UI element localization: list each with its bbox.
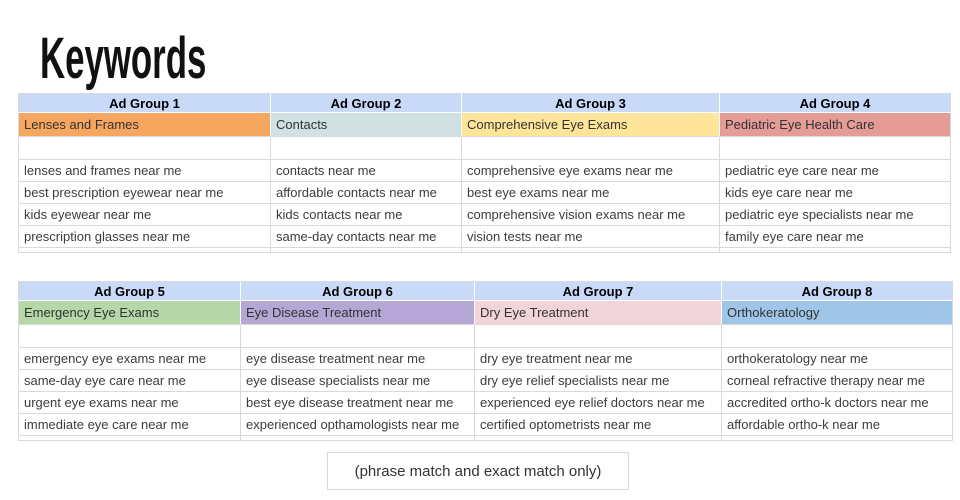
stub-cell <box>722 436 953 441</box>
empty-cell[interactable] <box>271 137 462 160</box>
keyword-cell[interactable]: comprehensive eye exams near me <box>462 160 720 182</box>
ad-group-3-header[interactable]: Ad Group 3 <box>462 93 720 113</box>
keyword-cell[interactable]: corneal refractive therapy near me <box>722 370 953 392</box>
keyword-cell[interactable]: best eye disease treatment near me <box>241 392 475 414</box>
keywords-table-2: Ad Group 5 Ad Group 6 Ad Group 7 Ad Grou… <box>18 281 953 441</box>
keyword-cell[interactable]: experienced eye relief doctors near me <box>475 392 722 414</box>
keyword-cell[interactable]: dry eye treatment near me <box>475 348 722 370</box>
keyword-cell[interactable]: kids contacts near me <box>271 204 462 226</box>
keyword-cell[interactable]: vision tests near me <box>462 226 720 248</box>
keyword-cell[interactable]: same-day eye care near me <box>18 370 241 392</box>
keyword-cell[interactable]: family eye care near me <box>720 226 951 248</box>
keyword-cell[interactable]: comprehensive vision exams near me <box>462 204 720 226</box>
empty-row <box>18 137 951 160</box>
keyword-cell[interactable]: emergency eye exams near me <box>18 348 241 370</box>
stub-cell <box>475 436 722 441</box>
keyword-row: kids eyewear near me kids contacts near … <box>18 204 951 226</box>
stub-cell <box>241 436 475 441</box>
keyword-cell[interactable]: accredited ortho-k doctors near me <box>722 392 953 414</box>
empty-cell[interactable] <box>722 325 953 348</box>
empty-cell[interactable] <box>241 325 475 348</box>
category-cell[interactable]: Pediatric Eye Health Care <box>720 113 951 137</box>
category-row: Lenses and Frames Contacts Comprehensive… <box>18 113 951 137</box>
keyword-row: best prescription eyewear near me afford… <box>18 182 951 204</box>
empty-cell[interactable] <box>475 325 722 348</box>
keyword-cell[interactable]: certified optometrists near me <box>475 414 722 436</box>
stub-row <box>18 436 953 441</box>
keyword-cell[interactable]: affordable contacts near me <box>271 182 462 204</box>
keyword-cell[interactable]: dry eye relief specialists near me <box>475 370 722 392</box>
stub-cell <box>18 436 241 441</box>
ad-group-1-header[interactable]: Ad Group 1 <box>18 93 271 113</box>
category-cell[interactable]: Emergency Eye Exams <box>18 301 241 325</box>
empty-cell[interactable] <box>18 137 271 160</box>
keyword-cell[interactable]: same-day contacts near me <box>271 226 462 248</box>
empty-cell[interactable] <box>18 325 241 348</box>
stub-cell <box>271 248 462 253</box>
ad-group-6-header[interactable]: Ad Group 6 <box>241 281 475 301</box>
stub-cell <box>18 248 271 253</box>
keyword-cell[interactable]: urgent eye exams near me <box>18 392 241 414</box>
ad-group-5-header[interactable]: Ad Group 5 <box>18 281 241 301</box>
keyword-row: lenses and frames near me contacts near … <box>18 160 951 182</box>
keyword-cell[interactable]: orthokeratology near me <box>722 348 953 370</box>
empty-cell[interactable] <box>462 137 720 160</box>
ad-group-header-row: Ad Group 5 Ad Group 6 Ad Group 7 Ad Grou… <box>18 281 953 301</box>
stub-cell <box>720 248 951 253</box>
ad-group-4-header[interactable]: Ad Group 4 <box>720 93 951 113</box>
keyword-cell[interactable]: kids eye care near me <box>720 182 951 204</box>
keyword-cell[interactable]: best eye exams near me <box>462 182 720 204</box>
category-cell[interactable]: Lenses and Frames <box>18 113 271 137</box>
keyword-row: emergency eye exams near me eye disease … <box>18 348 953 370</box>
keyword-cell[interactable]: lenses and frames near me <box>18 160 271 182</box>
keyword-cell[interactable]: eye disease treatment near me <box>241 348 475 370</box>
keyword-cell[interactable]: experienced opthamologists near me <box>241 414 475 436</box>
page-title: Keywords <box>40 26 207 91</box>
category-cell[interactable]: Contacts <box>271 113 462 137</box>
keyword-row: urgent eye exams near me best eye diseas… <box>18 392 953 414</box>
category-cell[interactable]: Comprehensive Eye Exams <box>462 113 720 137</box>
category-cell[interactable]: Eye Disease Treatment <box>241 301 475 325</box>
keyword-cell[interactable]: contacts near me <box>271 160 462 182</box>
keyword-row: immediate eye care near me experienced o… <box>18 414 953 436</box>
empty-row <box>18 325 953 348</box>
keyword-cell[interactable]: kids eyewear near me <box>18 204 271 226</box>
stub-row <box>18 248 951 253</box>
match-type-note[interactable]: (phrase match and exact match only) <box>327 452 629 490</box>
keyword-cell[interactable]: pediatric eye care near me <box>720 160 951 182</box>
keyword-cell[interactable]: prescription glasses near me <box>18 226 271 248</box>
keywords-table-1: Ad Group 1 Ad Group 2 Ad Group 3 Ad Grou… <box>18 93 951 253</box>
keyword-cell[interactable]: pediatric eye specialists near me <box>720 204 951 226</box>
empty-cell[interactable] <box>720 137 951 160</box>
keyword-cell[interactable]: best prescription eyewear near me <box>18 182 271 204</box>
ad-group-7-header[interactable]: Ad Group 7 <box>475 281 722 301</box>
category-row: Emergency Eye Exams Eye Disease Treatmen… <box>18 301 953 325</box>
keyword-cell[interactable]: immediate eye care near me <box>18 414 241 436</box>
stub-cell <box>462 248 720 253</box>
ad-group-header-row: Ad Group 1 Ad Group 2 Ad Group 3 Ad Grou… <box>18 93 951 113</box>
keyword-row: same-day eye care near me eye disease sp… <box>18 370 953 392</box>
category-cell[interactable]: Orthokeratology <box>722 301 953 325</box>
keyword-cell[interactable]: eye disease specialists near me <box>241 370 475 392</box>
ad-group-8-header[interactable]: Ad Group 8 <box>722 281 953 301</box>
keyword-row: prescription glasses near me same-day co… <box>18 226 951 248</box>
keyword-cell[interactable]: affordable ortho-k near me <box>722 414 953 436</box>
ad-group-2-header[interactable]: Ad Group 2 <box>271 93 462 113</box>
category-cell[interactable]: Dry Eye Treatment <box>475 301 722 325</box>
